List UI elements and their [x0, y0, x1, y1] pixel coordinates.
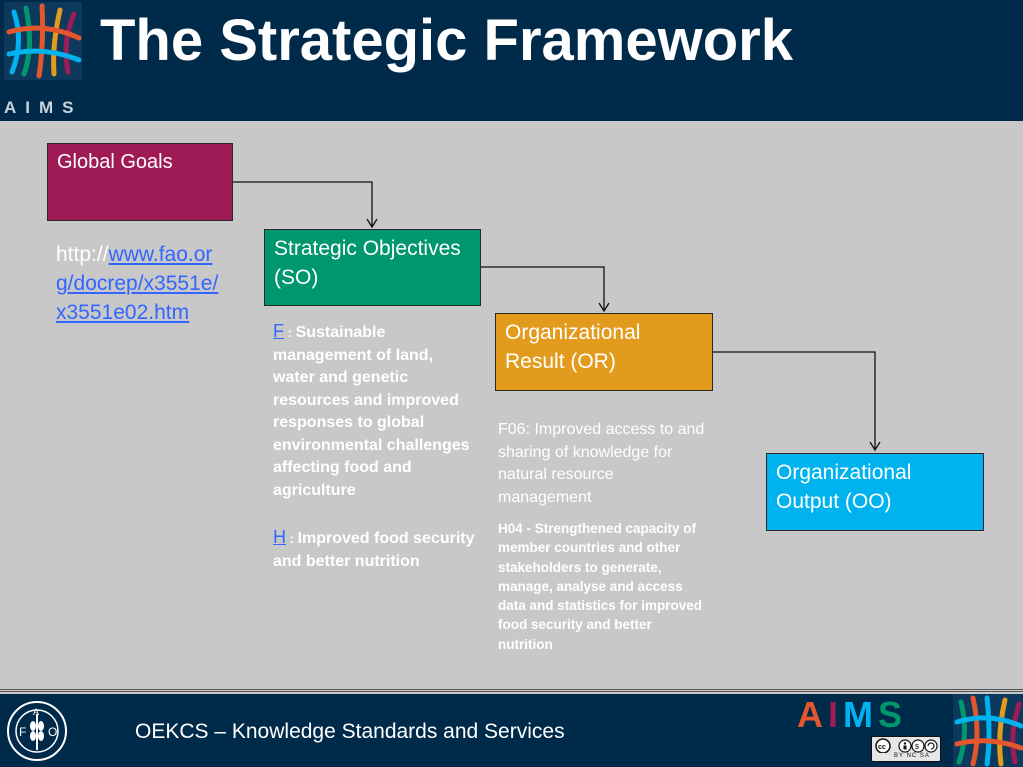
so-item-h: H : Improved food security and better nu… [273, 526, 477, 573]
slide-title: The Strategic Framework [100, 8, 793, 73]
header-brand-label: AIMS [4, 98, 83, 117]
cc-license-icon[interactable]: cc $ BY NC SA [871, 736, 941, 762]
organizational-result-label: Organizational Result (OR) [505, 321, 641, 373]
global-goals-label: Global Goals [57, 151, 173, 173]
aims-letter-s: S [878, 694, 908, 735]
or-item-f06: F06: Improved access to and sharing of k… [498, 421, 705, 506]
so-item-f-code-link[interactable]: F [273, 321, 284, 341]
link-prefix: http:// [56, 243, 109, 266]
goals-to-so-connector [233, 181, 373, 226]
aims-letter-i: I [828, 694, 844, 735]
footer-divider [0, 689, 1023, 692]
organizational-result-box: Organizational Result (OR) [495, 313, 713, 391]
svg-text:$: $ [915, 744, 919, 751]
aims-art-footer-icon [953, 694, 1023, 767]
organizational-output-box: Organizational Output (OO) [766, 453, 984, 531]
so-item-h-separator: : [286, 531, 298, 546]
aims-footer-logo: AIMS [797, 694, 907, 736]
source-link-block: http://www.fao.org/docrep/x3551e/x3551e0… [56, 240, 226, 327]
so-item-f-separator: : [284, 325, 296, 340]
fao-logo-icon: F A O [7, 701, 67, 761]
so-item-f: F : Sustainable management of land, wate… [273, 320, 477, 502]
arrow-down-icon [366, 218, 378, 229]
organizational-output-label: Organizational Output (OO) [776, 461, 912, 513]
cc-license-label: BY NC SA [894, 753, 930, 759]
global-goals-box: Global Goals [47, 143, 233, 221]
footer-bar [0, 694, 1023, 767]
or-item-h04: H04 - Strengthened capacity of member co… [498, 521, 703, 652]
aims-art-logo-icon [4, 2, 82, 80]
aims-letter-a: A [797, 694, 828, 735]
arrow-down-icon [598, 302, 610, 313]
or-to-oo-connector [713, 351, 876, 450]
so-item-f-text: Sustainable management of land, water an… [273, 324, 470, 499]
fao-letter-a: A [33, 707, 39, 717]
footer-text: OEKCS – Knowledge Standards and Services [135, 720, 565, 743]
arrow-down-icon [869, 441, 881, 452]
cc-symbols-icon: cc $ [875, 738, 938, 753]
header-bar [0, 0, 1023, 121]
so-item-h-code-link[interactable]: H [273, 527, 286, 547]
fao-letter-f: F [19, 725, 26, 739]
fao-source-link[interactable]: www.fao.org/docrep/x3551e/x3551e02.htm [56, 243, 219, 324]
svg-text:cc: cc [878, 744, 886, 751]
so-to-or-connector [481, 266, 605, 311]
so-item-h-text: Improved food security and better nutrit… [273, 530, 475, 570]
aims-letter-m: M [843, 694, 879, 735]
fao-letter-o: O [48, 725, 57, 739]
strategic-objectives-box: Strategic Objectives (SO) [264, 229, 481, 306]
strategic-objectives-label: Strategic Objectives (SO) [274, 237, 461, 289]
